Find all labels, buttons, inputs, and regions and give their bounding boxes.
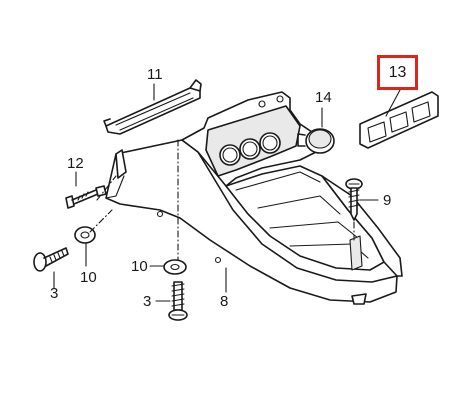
part-10-washer-left (74, 226, 96, 244)
part-13-panel (359, 91, 439, 149)
callout-3-left[interactable]: 3 (50, 285, 59, 302)
callout-10-center[interactable]: 10 (131, 258, 148, 275)
part-8-console (105, 91, 403, 305)
callout-14[interactable]: 14 (315, 89, 332, 106)
part-12-bolt (65, 185, 107, 209)
callout-12[interactable]: 12 (67, 155, 84, 172)
callout-13-highlighted[interactable]: 13 (377, 55, 418, 90)
part-3-screw-center (168, 281, 188, 321)
callout-9[interactable]: 9 (383, 192, 392, 209)
callout-3-center[interactable]: 3 (143, 293, 152, 310)
callout-11[interactable]: 11 (147, 66, 163, 83)
leader-lines (53, 83, 401, 302)
part-3-screw-left (33, 247, 69, 272)
part-10-washer-center (163, 259, 187, 275)
callout-10-left[interactable]: 10 (80, 269, 97, 286)
callout-13-label: 13 (388, 63, 407, 81)
part-14-cap (297, 128, 335, 154)
part-9-screw (345, 178, 363, 221)
callout-8[interactable]: 8 (220, 293, 229, 310)
part-11-bracket (103, 79, 202, 135)
